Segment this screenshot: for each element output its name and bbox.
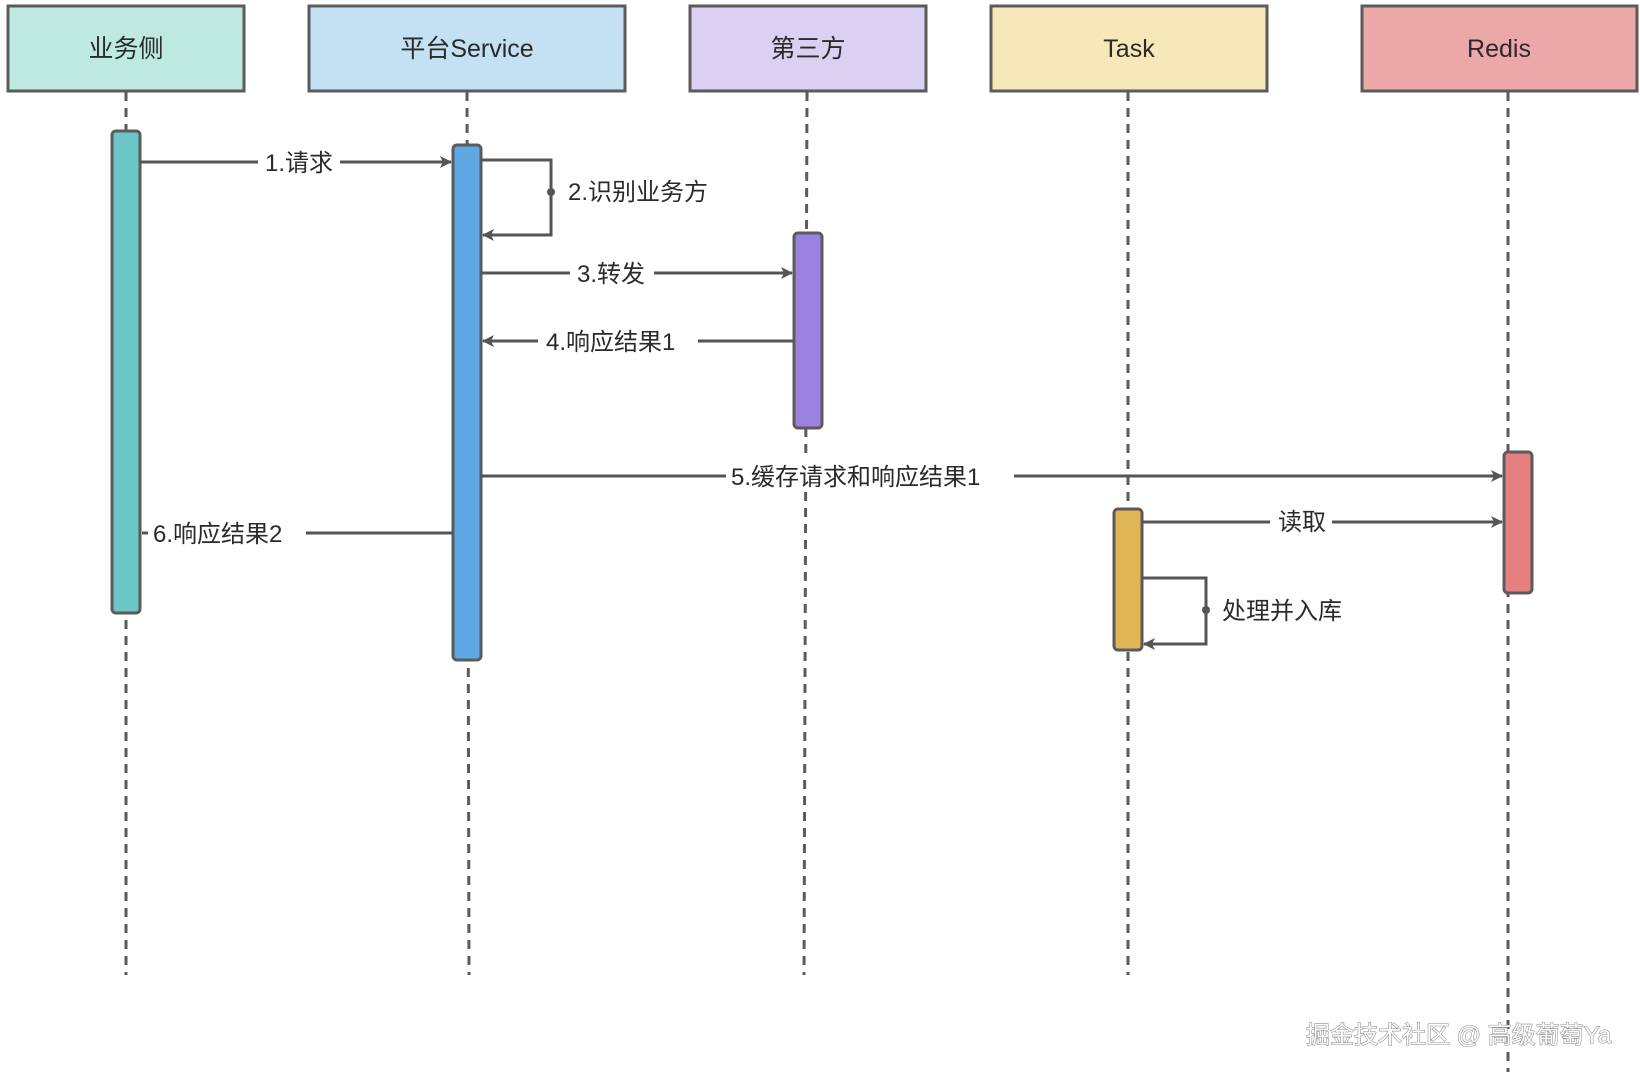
- participant-box: [6, 4, 246, 93]
- participant-label: 业务侧: [88, 35, 163, 63]
- participant-svc[interactable]: 平台Service: [307, 4, 627, 93]
- message-label: 5.缓存请求和响应结果1: [731, 464, 980, 491]
- watermark: 掘金技术社区 @ 高级葡萄Ya: [1306, 1022, 1612, 1049]
- message-label: 6.响应结果2: [153, 521, 282, 548]
- participant-label: Task: [1103, 35, 1155, 63]
- participant-box: [1360, 4, 1639, 93]
- label-bg: [258, 146, 340, 178]
- message-label: 3.转发: [577, 261, 645, 288]
- participant-biz[interactable]: 业务侧: [6, 4, 246, 93]
- label-bg: [148, 517, 306, 549]
- participant-label: Redis: [1467, 35, 1531, 63]
- activation-bar-redis: [1502, 450, 1534, 595]
- activation-bar-biz: [110, 129, 142, 615]
- message-1[interactable]: 1.请求: [140, 146, 452, 178]
- participant-box: [688, 4, 928, 93]
- loop-dot: [547, 188, 555, 196]
- lifeline-third: [802, 91, 809, 976]
- message-4[interactable]: 4.响应结果1: [482, 325, 794, 357]
- participant-task[interactable]: Task: [989, 4, 1269, 93]
- activation-bar-svc: [451, 143, 483, 662]
- self-loop-arrow: [1142, 576, 1208, 650]
- participant-box: [989, 4, 1269, 93]
- participant-label: 第三方: [770, 35, 845, 63]
- activation-bar-third: [792, 231, 824, 430]
- loop-dot: [1202, 606, 1210, 614]
- message-label: 4.响应结果1: [546, 329, 675, 356]
- message-2[interactable]: 2.识别业务方: [481, 158, 708, 241]
- message-3[interactable]: 3.转发: [481, 257, 793, 289]
- message-6[interactable]: 6.响应结果2: [142, 517, 453, 549]
- self-loop-arrow: [481, 158, 553, 241]
- label-bg: [570, 257, 654, 289]
- message-7[interactable]: 读取: [1142, 506, 1503, 538]
- participant-redis[interactable]: Redis: [1360, 4, 1639, 93]
- label-bg: [726, 460, 1014, 492]
- message-8[interactable]: 处理并入库: [1142, 576, 1342, 650]
- message-label: 1.请求: [265, 150, 333, 177]
- message-label: 读取: [1278, 509, 1326, 536]
- label-bg: [538, 325, 698, 357]
- participant-box: [307, 4, 627, 93]
- message-label: 处理并入库: [1222, 598, 1342, 625]
- message-5[interactable]: 5.缓存请求和响应结果1: [481, 460, 1503, 492]
- activation-bar-task: [1112, 507, 1144, 652]
- participant-third[interactable]: 第三方: [688, 4, 928, 93]
- message-label: 2.识别业务方: [568, 179, 708, 206]
- participant-label: 平台Service: [400, 35, 533, 63]
- label-bg: [1270, 506, 1332, 538]
